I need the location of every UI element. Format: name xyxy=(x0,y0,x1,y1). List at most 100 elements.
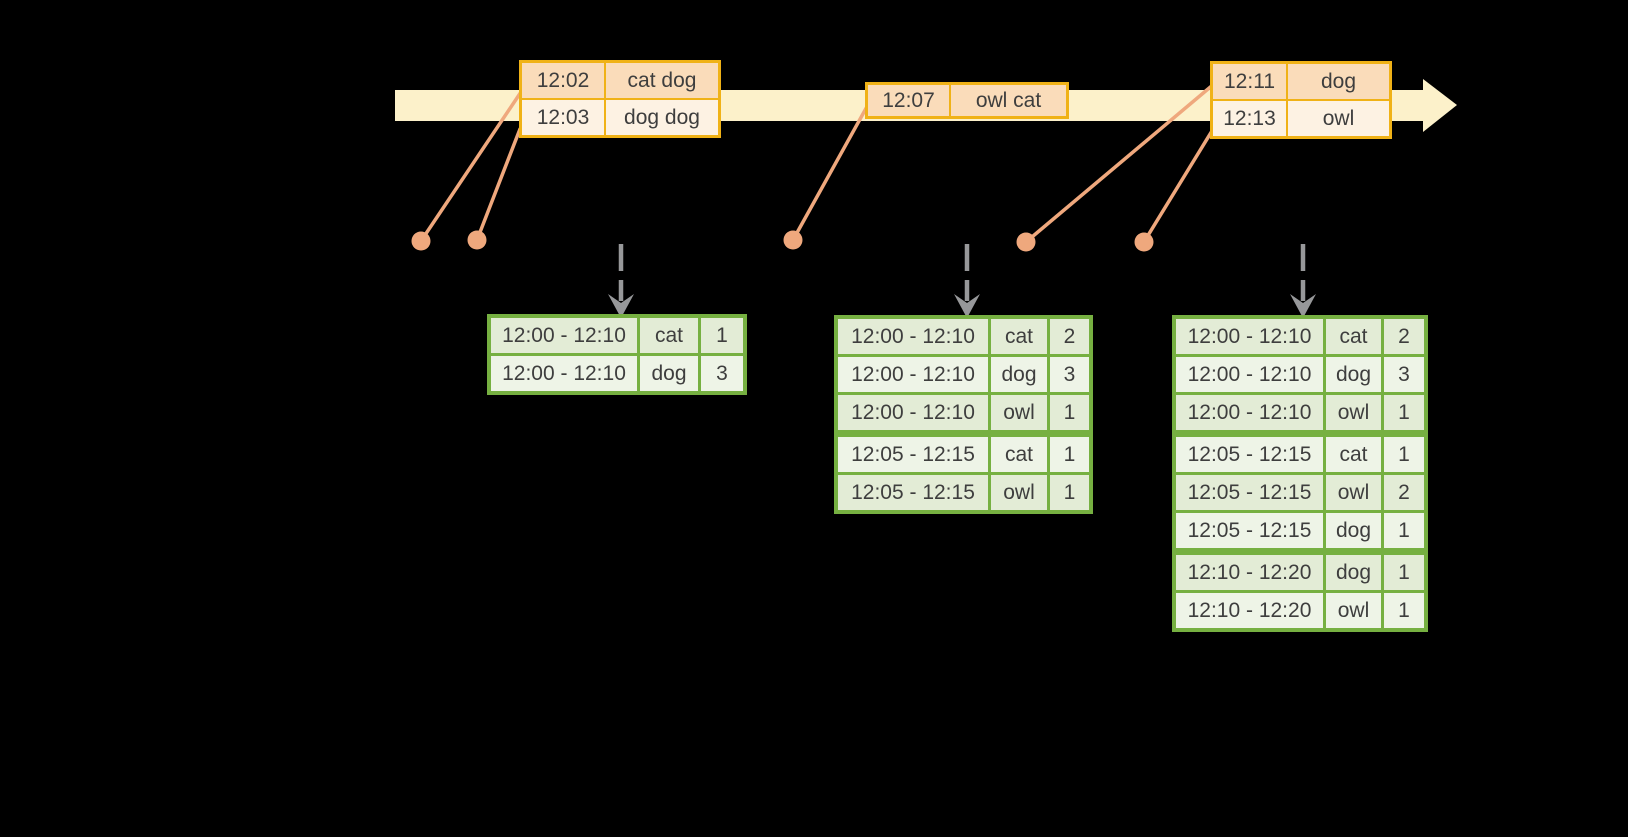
result-row: 12:00 - 12:10 dog 3 xyxy=(491,356,743,391)
word-cell: dog xyxy=(1326,513,1381,548)
count-cell: 1 xyxy=(1050,475,1089,510)
word-cell: owl xyxy=(1326,593,1381,628)
result-table-3: 12:00 - 12:10 cat 2 12:00 - 12:10 dog 3 … xyxy=(1172,315,1428,632)
event-words-cell: owl cat xyxy=(951,85,1066,116)
event-dot xyxy=(1134,232,1154,252)
result-row: 12:05 - 12:15 cat 1 xyxy=(1176,437,1424,472)
result-table-1: 12:00 - 12:10 cat 1 12:00 - 12:10 dog 3 xyxy=(487,314,747,395)
count-cell: 1 xyxy=(1384,395,1424,430)
word-cell: dog xyxy=(1326,357,1381,392)
event-dot xyxy=(467,230,487,250)
count-cell: 2 xyxy=(1050,319,1089,354)
result-row: 12:00 - 12:10 dog 3 xyxy=(1176,357,1424,392)
word-cell: cat xyxy=(640,318,698,353)
event-table-3: 12:11 dog 12:13 owl xyxy=(1210,61,1392,139)
result-row: 12:00 - 12:10 cat 2 xyxy=(1176,319,1424,354)
window-cell: 12:05 - 12:15 xyxy=(1176,513,1323,548)
event-connector-line xyxy=(791,101,871,242)
window-cell: 12:00 - 12:10 xyxy=(1176,319,1323,354)
word-cell: cat xyxy=(991,437,1047,472)
timeline-arrowhead-icon xyxy=(1423,79,1457,132)
event-connector-line xyxy=(475,127,522,242)
window-group: 12:00 - 12:10 cat 2 12:00 - 12:10 dog 3 … xyxy=(838,319,1089,430)
result-row: 12:00 - 12:10 owl 1 xyxy=(838,395,1089,430)
count-cell: 2 xyxy=(1384,319,1424,354)
event-dot xyxy=(1016,232,1036,252)
window-group: 12:10 - 12:20 dog 1 12:10 - 12:20 owl 1 xyxy=(1176,555,1424,628)
event-time-cell: 12:07 xyxy=(868,85,949,116)
word-cell: owl xyxy=(1326,395,1381,430)
count-cell: 3 xyxy=(1050,357,1089,392)
result-table-2: 12:00 - 12:10 cat 2 12:00 - 12:10 dog 3 … xyxy=(834,315,1093,514)
window-cell: 12:00 - 12:10 xyxy=(838,395,988,430)
word-cell: dog xyxy=(1326,555,1381,590)
count-cell: 3 xyxy=(701,356,743,391)
event-time-cell: 12:02 xyxy=(522,63,604,98)
count-cell: 1 xyxy=(1384,513,1424,548)
window-group: 12:05 - 12:15 cat 1 12:05 - 12:15 owl 1 xyxy=(838,437,1089,510)
result-row: 12:05 - 12:15 cat 1 xyxy=(838,437,1089,472)
count-cell: 1 xyxy=(1384,437,1424,472)
result-row: 12:00 - 12:10 cat 1 xyxy=(491,318,743,353)
result-row: 12:05 - 12:15 owl 1 xyxy=(838,475,1089,510)
trigger-arrow-icon xyxy=(954,244,980,318)
event-dots xyxy=(411,230,1154,252)
word-cell: dog xyxy=(991,357,1047,392)
word-cell: cat xyxy=(991,319,1047,354)
event-row: 12:03 dog dog xyxy=(522,100,718,135)
event-table-2: 12:07 owl cat xyxy=(865,82,1069,119)
event-dot xyxy=(411,231,431,251)
window-cell: 12:05 - 12:15 xyxy=(838,475,988,510)
event-time-cell: 12:13 xyxy=(1213,101,1286,136)
count-cell: 1 xyxy=(1050,395,1089,430)
result-row: 12:05 - 12:15 owl 2 xyxy=(1176,475,1424,510)
window-cell: 12:00 - 12:10 xyxy=(491,318,637,353)
window-cell: 12:00 - 12:10 xyxy=(838,319,988,354)
event-connector-line xyxy=(419,90,523,243)
result-row: 12:00 - 12:10 dog 3 xyxy=(838,357,1089,392)
event-words-cell: dog dog xyxy=(606,100,718,135)
word-cell: owl xyxy=(991,475,1047,510)
event-connector-line xyxy=(1024,82,1216,244)
count-cell: 1 xyxy=(1384,593,1424,628)
event-words-cell: cat dog xyxy=(606,63,718,98)
count-cell: 1 xyxy=(701,318,743,353)
trigger-arrow-icon xyxy=(1290,244,1316,318)
count-cell: 2 xyxy=(1384,475,1424,510)
word-cell: dog xyxy=(640,356,698,391)
count-cell: 1 xyxy=(1050,437,1089,472)
event-words-cell: owl xyxy=(1288,101,1389,136)
result-row: 12:00 - 12:10 cat 2 xyxy=(838,319,1089,354)
event-row: 12:11 dog xyxy=(1213,64,1389,99)
result-row: 12:10 - 12:20 dog 1 xyxy=(1176,555,1424,590)
window-cell: 12:05 - 12:15 xyxy=(1176,437,1323,472)
event-connector-line xyxy=(1142,124,1217,244)
trigger-arrows xyxy=(608,244,1316,318)
word-cell: owl xyxy=(1326,475,1381,510)
word-cell: cat xyxy=(1326,319,1381,354)
window-cell: 12:00 - 12:10 xyxy=(838,357,988,392)
window-group: 12:00 - 12:10 cat 2 12:00 - 12:10 dog 3 … xyxy=(1176,319,1424,430)
window-cell: 12:00 - 12:10 xyxy=(1176,395,1323,430)
window-cell: 12:10 - 12:20 xyxy=(1176,593,1323,628)
event-words-cell: dog xyxy=(1288,64,1389,99)
window-cell: 12:10 - 12:20 xyxy=(1176,555,1323,590)
count-cell: 3 xyxy=(1384,357,1424,392)
window-cell: 12:00 - 12:10 xyxy=(491,356,637,391)
window-group: 12:05 - 12:15 cat 1 12:05 - 12:15 owl 2 … xyxy=(1176,437,1424,548)
result-row: 12:10 - 12:20 owl 1 xyxy=(1176,593,1424,628)
event-time-cell: 12:11 xyxy=(1213,64,1286,99)
event-row: 12:02 cat dog xyxy=(522,63,718,98)
window-cell: 12:05 - 12:15 xyxy=(1176,475,1323,510)
event-time-cell: 12:03 xyxy=(522,100,604,135)
window-cell: 12:00 - 12:10 xyxy=(1176,357,1323,392)
event-table-1: 12:02 cat dog 12:03 dog dog xyxy=(519,60,721,138)
event-connector-lines xyxy=(419,82,1217,244)
result-row: 12:00 - 12:10 owl 1 xyxy=(1176,395,1424,430)
result-row: 12:05 - 12:15 dog 1 xyxy=(1176,513,1424,548)
trigger-arrow-icon xyxy=(608,244,634,318)
event-row: 12:07 owl cat xyxy=(868,85,1066,116)
event-dot xyxy=(783,230,803,250)
count-cell: 1 xyxy=(1384,555,1424,590)
